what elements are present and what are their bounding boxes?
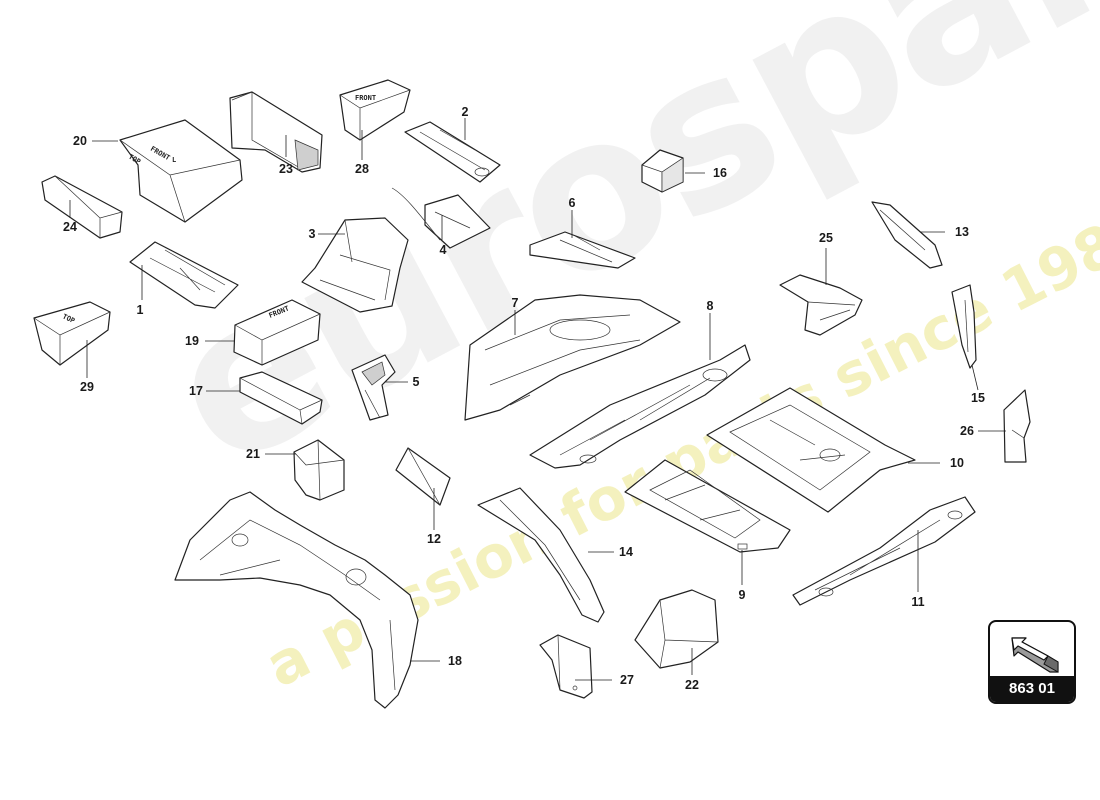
callout-2: 2: [462, 105, 469, 119]
callout-16: 16: [713, 166, 727, 180]
part-12[interactable]: [395, 447, 451, 506]
callout-12: 12: [427, 532, 441, 546]
part-28[interactable]: FRONT: [339, 79, 411, 141]
callout-15: 15: [971, 391, 985, 405]
part-1[interactable]: [129, 241, 239, 309]
callout-20: 20: [73, 134, 87, 148]
callout-4: 4: [440, 243, 447, 257]
part-23[interactable]: [229, 91, 323, 173]
diagram-code: 863 01: [990, 676, 1074, 702]
part-6[interactable]: [529, 231, 636, 269]
part-24[interactable]: [41, 175, 123, 239]
part-14[interactable]: [477, 487, 605, 623]
callout-10: 10: [950, 456, 964, 470]
callout-27: 27: [620, 673, 634, 687]
part-9[interactable]: [624, 459, 791, 553]
part-17[interactable]: [239, 371, 323, 425]
part-7[interactable]: [464, 294, 681, 421]
callout-24: 24: [63, 220, 77, 234]
part-16[interactable]: [641, 149, 684, 193]
stamp-left: L: [172, 156, 176, 164]
callout-5: 5: [413, 375, 420, 389]
part-2[interactable]: [404, 121, 501, 183]
part-18[interactable]: [174, 491, 419, 709]
part-26[interactable]: [1003, 389, 1031, 463]
part-29[interactable]: TOP: [33, 301, 111, 366]
callout-29: 29: [80, 380, 94, 394]
callout-9: 9: [739, 588, 746, 602]
part-13[interactable]: [871, 201, 943, 269]
callout-6: 6: [569, 196, 576, 210]
callout-23: 23: [279, 162, 293, 176]
part-4[interactable]: [391, 187, 491, 249]
callout-26: 26: [960, 424, 974, 438]
stamp-front-2: FRONT: [355, 94, 376, 102]
callout-13: 13: [955, 225, 969, 239]
part-22[interactable]: [634, 589, 719, 669]
callout-19: 19: [185, 334, 199, 348]
callouts: 2 20 23 28 24 1 3 4 6 16 7 8 19 17 5 21 …: [63, 105, 985, 692]
callout-3: 3: [309, 227, 316, 241]
part-11[interactable]: [792, 496, 976, 606]
callout-14: 14: [619, 545, 633, 559]
part-3[interactable]: [301, 217, 409, 313]
callout-21: 21: [246, 447, 260, 461]
callout-25: 25: [819, 231, 833, 245]
diagram-reference-badge: 863 01: [988, 620, 1076, 704]
leader-lines: [69, 118, 1006, 681]
callout-1: 1: [137, 303, 144, 317]
part-20[interactable]: FRONT TOP L: [119, 119, 243, 223]
callout-17: 17: [189, 384, 203, 398]
callout-8: 8: [707, 299, 714, 313]
callout-28: 28: [355, 162, 369, 176]
callout-18: 18: [448, 654, 462, 668]
callout-7: 7: [512, 296, 519, 310]
part-27[interactable]: [539, 634, 593, 699]
arrow-icon: [1011, 637, 1059, 673]
part-15[interactable]: [951, 284, 977, 369]
callout-11: 11: [911, 595, 924, 609]
part-19[interactable]: FRONT: [233, 299, 321, 366]
part-25[interactable]: [779, 274, 863, 336]
part-10[interactable]: [706, 387, 916, 513]
callout-22: 22: [685, 678, 699, 692]
part-21[interactable]: [293, 439, 345, 501]
part-8[interactable]: [529, 344, 751, 469]
part-5[interactable]: [351, 354, 396, 421]
